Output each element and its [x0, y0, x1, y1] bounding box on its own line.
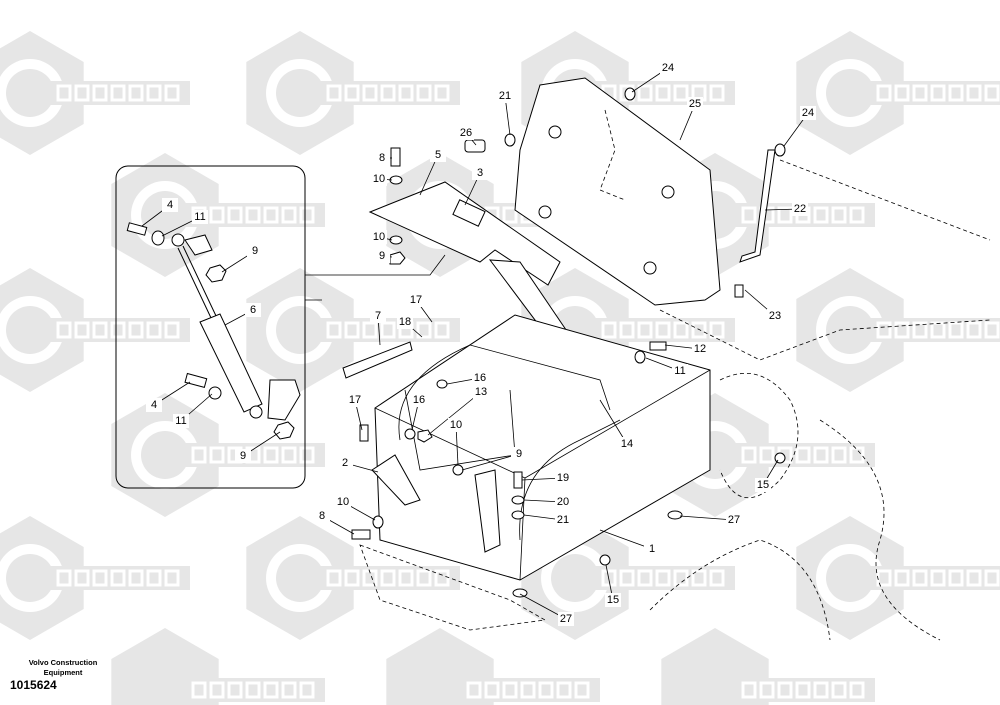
callout-number: 12	[694, 343, 706, 355]
watermark-stamp	[111, 393, 325, 517]
callout-number: 13	[475, 386, 487, 398]
document-number: 1015624	[10, 678, 57, 692]
caption-line-1: Volvo Construction	[28, 658, 98, 667]
toolbox-body-part	[374, 314, 711, 581]
callout-number: 10	[373, 173, 385, 185]
callout-number: 17	[349, 394, 361, 406]
watermark-stamp	[796, 516, 1000, 640]
callout-number: 4	[167, 199, 173, 211]
callout-number: 15	[757, 479, 769, 491]
callout-number: 26	[460, 127, 472, 139]
watermark-stamp	[0, 31, 190, 155]
leader-line	[427, 391, 482, 436]
callout-number: 11	[175, 415, 186, 427]
callout-number: 4	[151, 399, 157, 411]
callout-number: 7	[375, 310, 381, 322]
callout-number: 9	[516, 448, 522, 460]
callout-number: 11	[194, 211, 205, 223]
callout-number: 9	[252, 245, 258, 257]
callout-number: 9	[379, 250, 385, 262]
callout-number: 10	[450, 419, 462, 431]
callout-number: 21	[557, 514, 569, 526]
callout-number: 27	[560, 613, 572, 625]
gas-spring-part	[171, 233, 301, 421]
leader-line	[461, 453, 520, 471]
callout-number: 10	[337, 496, 349, 508]
cover-plate-part	[514, 77, 721, 306]
bracket-part	[739, 149, 776, 263]
callout-number: 16	[413, 394, 425, 406]
callout-number: 3	[477, 167, 483, 179]
callout-number: 19	[557, 472, 569, 484]
callout-number: 24	[662, 62, 674, 74]
callout-number: 1	[649, 543, 655, 555]
watermark-stamp	[0, 516, 190, 640]
callout-number: 14	[621, 438, 633, 450]
watermark-stamp	[246, 268, 460, 392]
watermark-stamp	[111, 628, 325, 705]
watermark-stamp	[0, 268, 190, 392]
lid-part	[368, 181, 561, 286]
leader-line	[679, 515, 735, 521]
watermark-stamp	[661, 628, 875, 705]
callout-number: 10	[373, 231, 385, 243]
watermark-stamp	[796, 31, 1000, 155]
callout-number: 11	[674, 365, 685, 377]
leader-line	[599, 529, 653, 550]
callout-number: 8	[319, 510, 325, 522]
callout-number: 15	[607, 594, 619, 606]
manufacturer-caption: Volvo Construction Equipment	[8, 658, 118, 678]
callout-number: 6	[250, 304, 256, 316]
callout-number: 2	[342, 457, 348, 469]
watermark-stamp	[246, 516, 460, 640]
callout-number: 16	[474, 372, 486, 384]
watermark-stamp	[246, 31, 460, 155]
callout-number: 27	[728, 514, 740, 526]
callout-number: 22	[794, 203, 806, 215]
detail-inset-frame	[115, 165, 306, 489]
callout-number: 5	[435, 149, 441, 161]
callout-number: 24	[802, 107, 814, 119]
callout-number: 25	[689, 98, 701, 110]
caption-line-2: Equipment	[43, 668, 83, 677]
leader-line	[599, 399, 628, 445]
callout-number: 23	[769, 310, 781, 322]
callout-number: 9	[240, 450, 246, 462]
callout-number: 20	[557, 496, 569, 508]
callout-number: 8	[379, 152, 385, 164]
watermark-stamp	[796, 268, 1000, 392]
watermark-stamp	[386, 628, 600, 705]
callout-number: 17	[410, 294, 422, 306]
callout-number: 18	[399, 316, 411, 328]
callout-number: 21	[499, 90, 511, 102]
